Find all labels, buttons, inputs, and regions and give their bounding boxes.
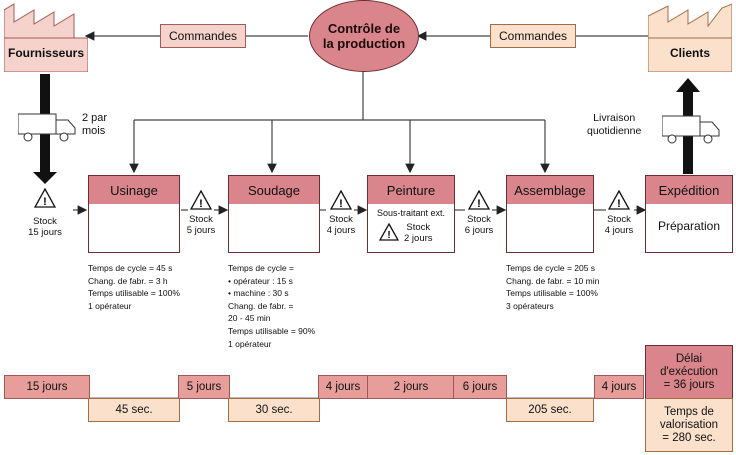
info-line: Chang. de fabr. = 10 min (506, 275, 600, 286)
stock-label-2: Stock 5 jours (186, 214, 216, 236)
svg-text:!: ! (43, 196, 47, 208)
process-soudage-body (228, 204, 320, 253)
svg-text:!: ! (339, 198, 343, 210)
process-assemblage-title: Assemblage (506, 175, 594, 205)
supplier-factory: Fournisseurs (3, 2, 89, 73)
warning-triangle-icon: ! (468, 190, 490, 210)
svg-text:!: ! (477, 198, 481, 210)
warning-triangle-icon: ! (34, 188, 56, 208)
timeline-wait-2: 5 jours (178, 375, 230, 399)
peinture-stock-label: Stock 2 jours (404, 222, 433, 244)
process-usinage-title: Usinage (88, 175, 180, 205)
info-line: 1 opérateur (88, 300, 132, 311)
info-line: Temps de cycle = (228, 263, 294, 273)
supplier-label: Fournisseurs (7, 46, 85, 60)
lead-time-box: Délai d'exécution = 36 jours (645, 345, 733, 399)
truck-icon (17, 113, 76, 142)
lead-time-text: Délai d'exécution = 36 jours (660, 352, 718, 391)
svg-text:!: ! (387, 230, 390, 241)
info-line: Temps utilisable = 100% (506, 288, 598, 299)
stock-label-4: Stock 6 jours (464, 214, 494, 236)
process-peinture-title: Peinture (367, 175, 455, 205)
client-shipping-label: Livraison quotidienne (587, 112, 642, 137)
process-peinture-body: Sous-traitant ext. ! Stock 2 jours (367, 204, 455, 253)
timeline-wait-1: 15 jours (4, 375, 90, 399)
info-line: Temps utilisable = 100% (88, 288, 180, 299)
value-time-text: Temps de valorisation = 280 sec. (659, 405, 719, 444)
timeline-wait-3: 4 jours (318, 375, 368, 399)
soudage-info: Temps de cycle = • opérateur : 15 s • ma… (228, 262, 315, 350)
peinture-subcontractor: Sous-traitant ext. (376, 208, 446, 218)
factory-icon (3, 3, 89, 73)
svg-text:!: ! (617, 198, 621, 210)
warning-triangle-icon: ! (379, 223, 399, 241)
client-factory: Clients (647, 2, 733, 73)
timeline-work-2: 30 sec. (228, 398, 320, 422)
svg-text:!: ! (199, 198, 203, 210)
production-control: Contrôle de la production (309, 0, 419, 72)
process-assemblage-body (506, 204, 594, 253)
timeline-wait-6: 4 jours (594, 375, 644, 399)
warning-triangle-icon: ! (190, 190, 212, 210)
production-control-label: Contrôle de la production (322, 21, 406, 51)
warning-triangle-icon: ! (330, 190, 352, 210)
process-expedition-title: Expédition (645, 175, 733, 205)
assemblage-info: Temps de cycle = 205 s Chang. de fabr. =… (506, 262, 599, 312)
process-usinage-body (88, 204, 180, 253)
info-line: 20 - 45 min (228, 313, 271, 324)
info-line: 3 opérateurs (506, 300, 554, 311)
info-line: • opérateur : 15 s (228, 275, 293, 286)
factory-icon (647, 3, 733, 73)
orders-from-client: Commandes (490, 24, 576, 48)
supplier-shipping-label: 2 par mois (82, 112, 108, 137)
process-soudage-title: Soudage (228, 175, 320, 205)
info-line: • machine : 30 s (228, 288, 289, 299)
expedition-preparation: Préparation (657, 219, 721, 233)
stock-label-3: Stock 4 jours (326, 214, 356, 236)
supplier-truck (17, 110, 76, 142)
info-line: Chang. de fabr. = 3 h (88, 275, 168, 286)
info-line: 1 opérateur (228, 338, 272, 349)
truck-icon (661, 115, 720, 144)
timeline-work-1: 45 sec. (88, 398, 180, 422)
timeline-wait-5: 6 jours (453, 375, 507, 399)
orders-to-supplier: Commandes (160, 24, 246, 48)
stock-label-1: Stock 15 jours (28, 216, 62, 238)
usinage-info: Temps de cycle = 45 s Chang. de fabr. = … (88, 262, 180, 312)
client-truck (661, 112, 720, 144)
client-label: Clients (669, 46, 710, 60)
process-expedition-body: Préparation (645, 204, 733, 253)
timeline-wait-4: 2 jours (367, 375, 455, 399)
info-line: Temps utilisable = 90% (228, 325, 316, 336)
value-time-box: Temps de valorisation = 280 sec. (645, 398, 733, 452)
info-line: Temps de cycle = 205 s (506, 263, 596, 273)
info-line: Chang. de fabr. = (228, 300, 294, 311)
warning-triangle-icon: ! (608, 190, 630, 210)
stock-label-5: Stock 4 jours (604, 214, 634, 236)
timeline-work-3: 205 sec. (506, 398, 594, 422)
info-line: Temps de cycle = 45 s (88, 263, 173, 273)
